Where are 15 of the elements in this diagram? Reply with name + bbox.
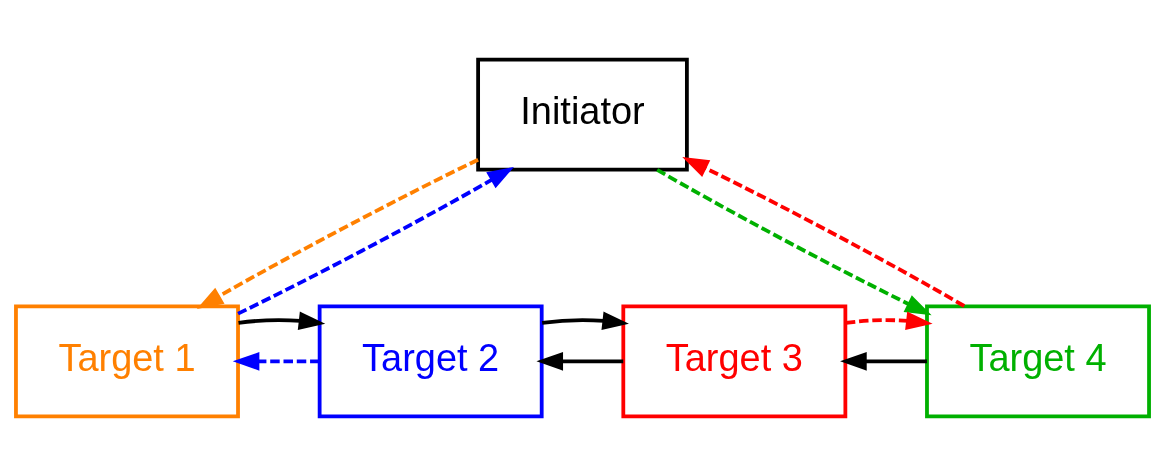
arrow (196, 157, 479, 309)
arrow (656, 167, 932, 315)
arrow (682, 156, 966, 308)
node-box: Target 1 (14, 303, 240, 418)
node-box: Target 4 (925, 303, 1151, 418)
node-box: Target 2 (317, 303, 544, 418)
arrow (845, 310, 933, 330)
arrow (237, 166, 514, 315)
arrow (541, 310, 629, 330)
arrow (840, 351, 927, 371)
node-box: Initiator (476, 57, 689, 172)
arrow (238, 310, 326, 330)
arrow (232, 351, 320, 371)
node-box: Target 3 (621, 303, 848, 418)
arrow (536, 351, 624, 371)
